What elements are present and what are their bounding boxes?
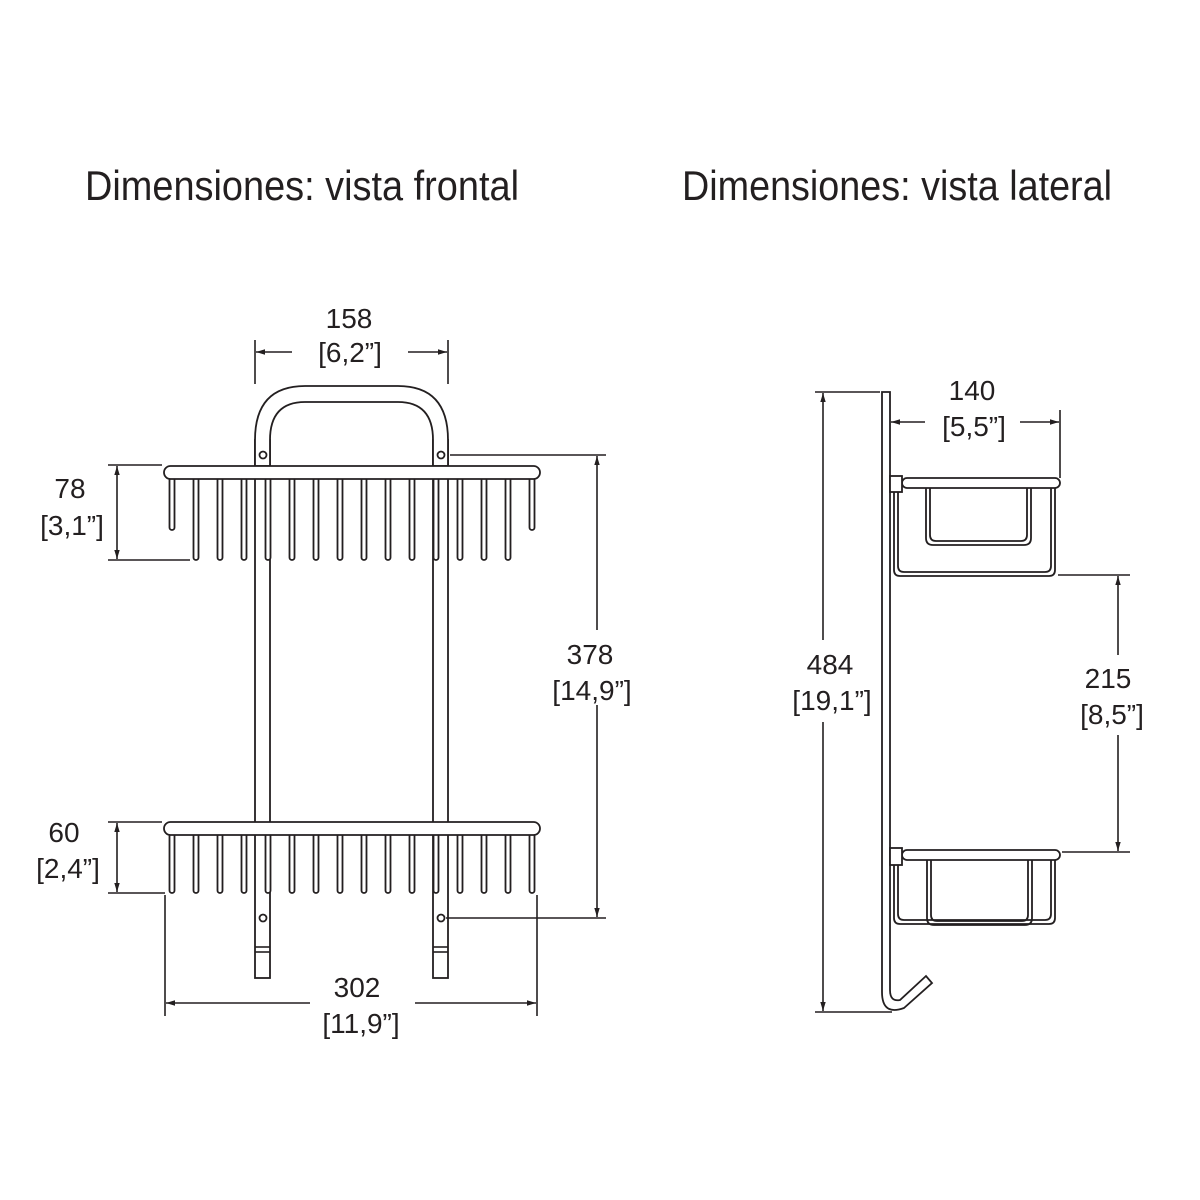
basket-tine [432,829,440,894]
bottom-basket-tines [168,829,536,894]
basket-tine [360,829,368,894]
basket-tine [264,829,272,894]
basket-tine [528,473,536,531]
basket-tine [504,829,512,894]
top-shelf-rail [901,477,1061,489]
side-view-drawing [881,391,1061,1011]
dimension-mount-spacing: 378 [14,9”] [446,454,632,919]
side-view-title: Dimensiones: vista lateral [682,162,1112,209]
basket-tine [504,473,512,561]
wall-bar-with-hook [881,391,934,1011]
front-view-title: Dimensiones: vista frontal [85,162,519,209]
basket-tine [312,829,320,894]
bottom-shelf-rail [901,849,1061,861]
dimension-bottom-basket-height: 60 [2,4”] [36,817,165,894]
dimension-handle-width: 158 [6,2”] [254,303,449,384]
basket-tine [288,829,296,894]
bottom-inner-basket [926,860,1033,926]
basket-tine [264,473,272,561]
dim-label-in: [2,4”] [36,853,100,884]
basket-tine [456,829,464,894]
basket-tine [384,829,392,894]
dim-label-in: [3,1”] [40,510,104,541]
basket-tine [216,829,224,894]
mount-hole [436,913,446,923]
basket-tine [360,473,368,561]
basket-tine [168,829,176,894]
basket-tine [528,829,536,894]
basket-tine [456,473,464,561]
top-handle [254,385,449,467]
basket-tine [288,473,296,561]
dim-label-mm: 158 [326,303,373,334]
top-shelf-bracket [889,475,903,493]
dimension-depth: 140 [5,5”] [891,375,1061,478]
top-basket-rail [163,465,541,480]
dim-label-in: [6,2”] [318,337,382,368]
basket-tine [192,473,200,561]
dimension-shelf-gap: 215 [8,5”] [1058,574,1144,853]
dim-label-in: [14,9”] [552,675,631,706]
basket-tine [216,473,224,561]
basket-tine [336,829,344,894]
dim-label-in: [19,1”] [792,685,871,716]
basket-tine [432,473,440,561]
top-basket-tines [168,473,536,561]
dim-label-in: [8,5”] [1080,699,1144,730]
mount-hole [436,450,446,460]
basket-tine [240,829,248,894]
dim-label-mm: 302 [334,972,381,1003]
basket-tine [192,829,200,894]
basket-tine [312,473,320,561]
bottom-shelf-frame [893,860,1056,925]
bottom-shelf-bracket [889,847,903,866]
top-shelf-frame [893,488,1056,577]
basket-tine [240,473,248,561]
mount-hole [258,450,268,460]
top-inner-basket [925,488,1032,546]
dim-label-mm: 78 [54,473,85,504]
dim-label-mm: 378 [567,639,614,670]
mount-hole [258,913,268,923]
dim-label-mm: 215 [1085,663,1132,694]
dim-label-in: [5,5”] [942,411,1006,442]
basket-tine [480,829,488,894]
basket-tine [408,473,416,561]
basket-tine [408,829,416,894]
dimension-top-basket-height: 78 [3,1”] [40,464,190,561]
dim-label-mm: 140 [949,375,996,406]
basket-tine [168,473,176,531]
dimension-total-height: 484 [19,1”] [792,391,892,1013]
dimension-total-width: 302 [11,9”] [164,895,538,1039]
dim-label-mm: 60 [48,817,79,848]
basket-tine [480,473,488,561]
dim-label-mm: 484 [807,649,854,680]
dim-label-in: [11,9”] [322,1008,399,1039]
basket-tine [384,473,392,561]
basket-tine [336,473,344,561]
front-view-drawing [163,385,541,979]
bottom-basket-rail [163,821,541,836]
